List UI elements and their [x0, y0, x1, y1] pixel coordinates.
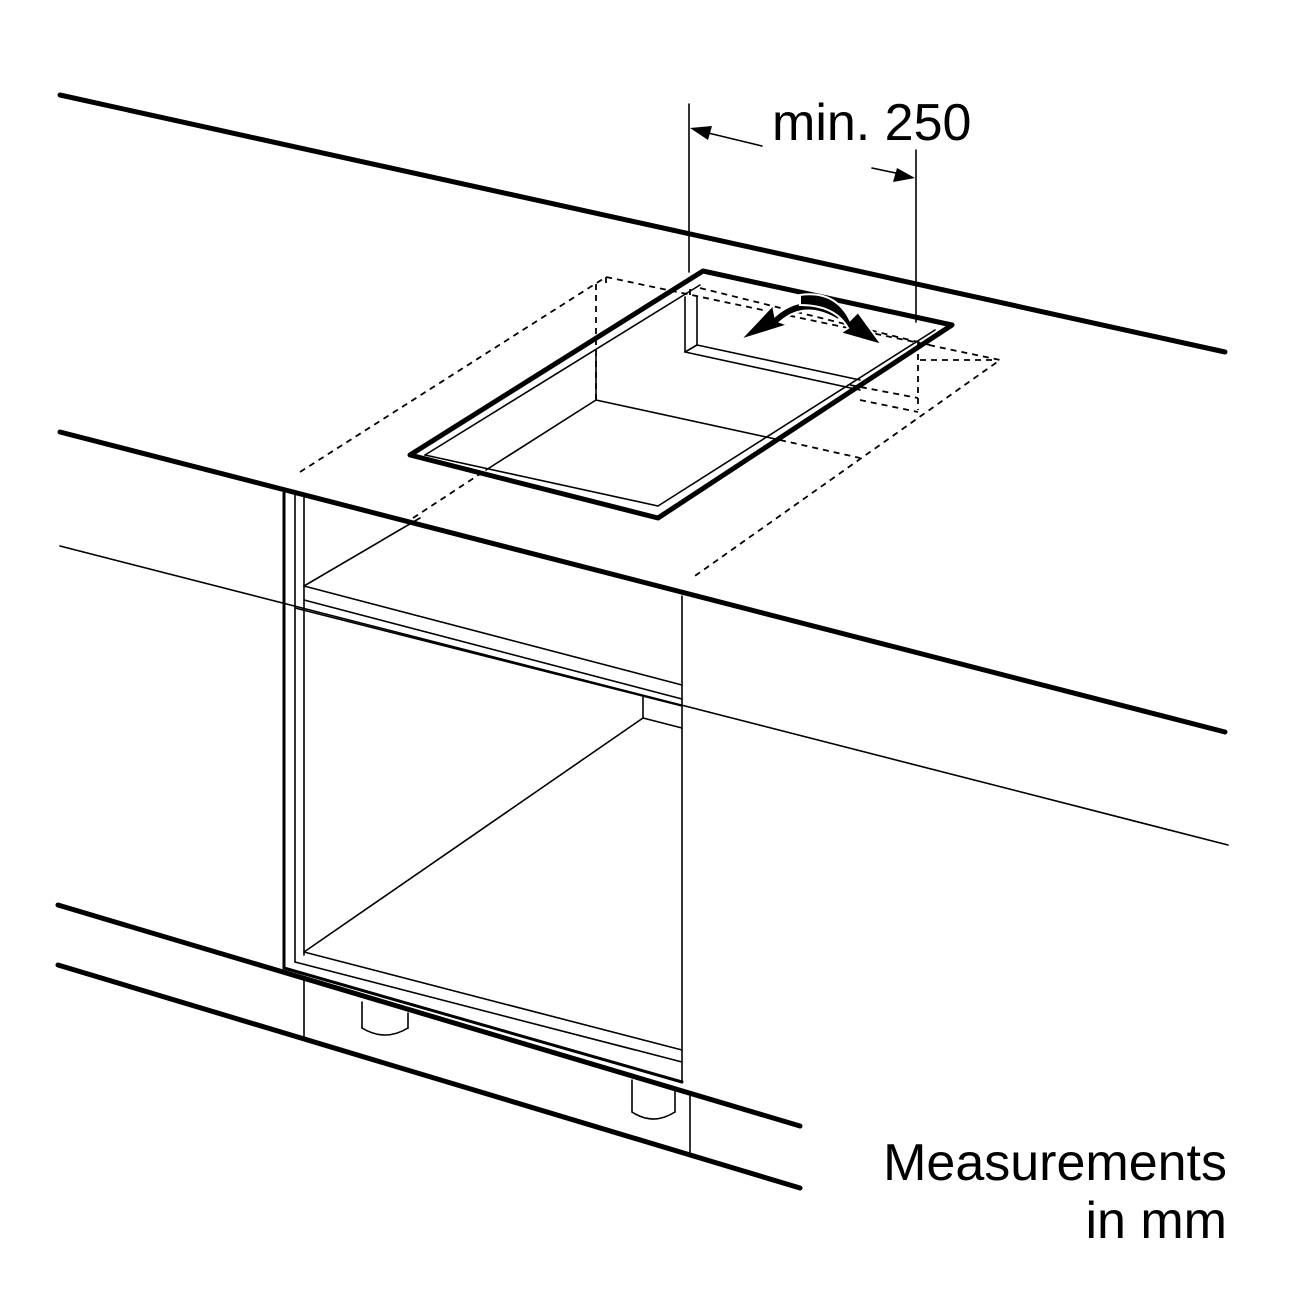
- dimension-min-250: min. 250: [688, 94, 971, 323]
- dimension-arrowhead-left-icon: [690, 126, 712, 140]
- cutout-outer: [407, 268, 955, 521]
- cabinet-feet: [361, 1001, 676, 1120]
- plinth-lower-line: [55, 962, 803, 1191]
- inner-shelf-diagonal: [303, 517, 421, 587]
- plinth: [55, 902, 803, 1191]
- dimension-label: min. 250: [772, 94, 971, 152]
- dimension-arrowhead-right-icon: [893, 168, 915, 182]
- base-cabinet: [282, 491, 691, 1153]
- foot-right: [631, 1079, 676, 1120]
- worktop: [57, 92, 1229, 846]
- worktop-front-top-edge: [57, 429, 1228, 735]
- measurement-note-line1: Measurements: [883, 1134, 1227, 1192]
- inner-floor-diagonal: [303, 717, 644, 953]
- foot-left: [361, 1001, 409, 1036]
- dimension-line-left: [699, 130, 763, 147]
- worktop-back-edge: [57, 92, 1228, 355]
- airflow-arrow-in-icon: [799, 293, 885, 347]
- worktop-cutout: [407, 268, 955, 521]
- top-rail-lower: [303, 599, 683, 700]
- bottom-rail-lower: [294, 961, 683, 1063]
- hob-outline-dashed: [299, 276, 1003, 579]
- cutout-inner-left: [424, 284, 701, 456]
- measurement-note-line2: in mm: [1085, 1192, 1227, 1250]
- bottom-rail-upper: [303, 951, 683, 1051]
- worktop-front-bottom-edge: [59, 545, 1229, 846]
- top-rail-upper: [303, 585, 683, 686]
- cutout-inner-front: [424, 329, 936, 507]
- top-rail-bottom: [294, 607, 683, 707]
- inner-back-horizontal: [642, 717, 683, 729]
- bottom-rail-outer: [282, 966, 684, 1084]
- plinth-upper-line: [55, 902, 803, 1129]
- measurement-note: Measurements in mm: [883, 1134, 1227, 1250]
- airflow-arrows: [736, 293, 885, 347]
